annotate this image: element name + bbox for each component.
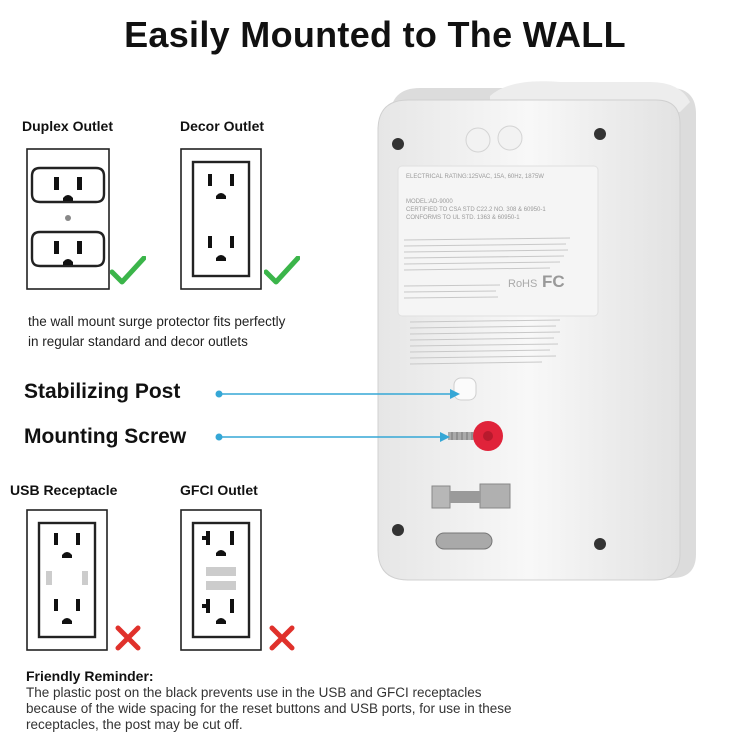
decor-outlet-icon xyxy=(180,148,262,290)
reminder-body: The plastic post on the black prevents u… xyxy=(26,685,746,733)
reminder-title: Friendly Reminder: xyxy=(26,668,154,684)
reminder-line1: The plastic post on the black prevents u… xyxy=(26,685,482,700)
reminder-line2: because of the wide spacing for the rese… xyxy=(26,701,512,716)
usb-receptacle-icon xyxy=(26,509,108,651)
fit-caption-line2: in regular standard and decor outlets xyxy=(28,334,248,349)
rohs-mark: RoHS xyxy=(508,278,538,290)
duplex-outlet-icon xyxy=(26,148,110,290)
check-icon xyxy=(264,256,300,286)
cross-icon xyxy=(268,624,296,652)
mounting-screw-label: Mounting Screw xyxy=(24,425,187,448)
reminder-line3: receptacles, the post may be cut off. xyxy=(26,717,243,732)
gfci-outlet-icon xyxy=(180,509,262,651)
surge-protector-back xyxy=(370,78,710,588)
headline: Easily Mounted to The WALL xyxy=(124,14,626,55)
usb-receptacle-label: USB Receptacle xyxy=(10,482,118,498)
stabilizing-post-label: Stabilizing Post xyxy=(24,380,181,403)
check-icon xyxy=(110,256,146,286)
fit-caption-line1: the wall mount surge protector fits perf… xyxy=(28,314,286,329)
stabilizing-post-pointer xyxy=(214,388,464,400)
cross-icon xyxy=(114,624,142,652)
device-rating: ELECTRICAL RATING:125VAC, 15A, 60Hz, 187… xyxy=(406,174,544,180)
device-cert1: CERTIFIED TO CSA STD C22.2 NO. 308 & 609… xyxy=(406,207,546,213)
fc-mark: FC xyxy=(542,272,565,291)
device-rating-label: ELECTRICAL RATING:125VAC, 15A, 60Hz, 187… xyxy=(406,174,596,181)
device-cert-label: MODEL:AD-9000 CERTIFIED TO CSA STD C22.2… xyxy=(406,198,596,222)
fit-caption: the wall mount surge protector fits perf… xyxy=(28,312,285,352)
gfci-outlet-label: GFCI Outlet xyxy=(180,482,258,498)
decor-outlet-label: Decor Outlet xyxy=(180,118,265,134)
duplex-outlet-label: Duplex Outlet xyxy=(22,118,114,134)
device-model: MODEL:AD-9000 xyxy=(406,199,453,205)
device-cert2: CONFORMS TO UL STD. 1363 & 60950-1 xyxy=(406,215,520,221)
mounting-screw-pointer xyxy=(214,431,454,443)
